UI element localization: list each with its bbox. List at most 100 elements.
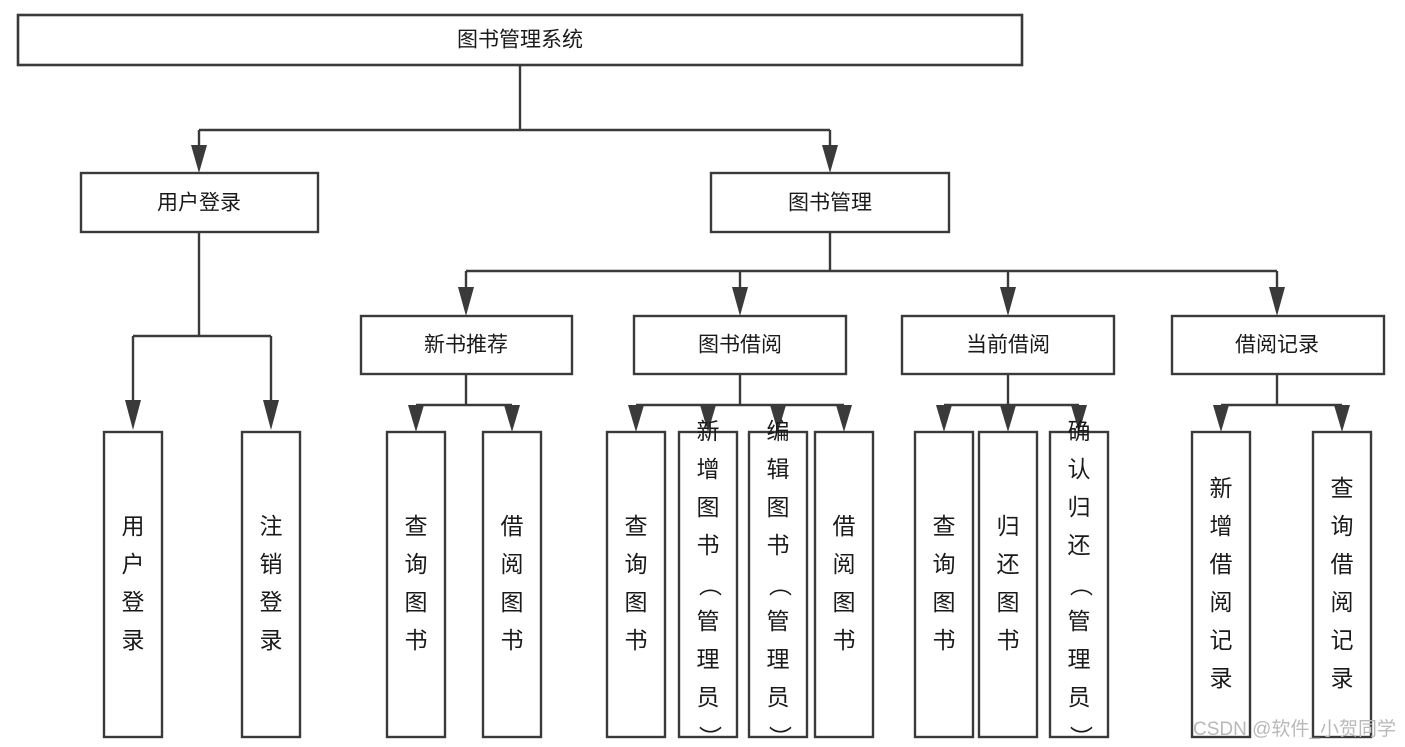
svg-text:确: 确 [1068,418,1091,444]
node-book-manage[interactable]: 图书管理 [709,171,951,234]
arrow-head-leaf-13 [1334,405,1350,432]
arrow-head-leaf-4 [504,405,520,432]
node-root[interactable]: 图书管理系统 [16,13,1024,67]
svg-text:图: 图 [501,589,524,615]
svg-text:归: 归 [1068,494,1091,520]
svg-text:阅: 阅 [833,551,856,577]
svg-text:）: ） [697,726,723,747]
node-current-borrow-label: 当前借阅 [966,334,1050,357]
node-book-manage-label: 图书管理 [788,192,872,215]
svg-text:阅: 阅 [501,551,524,577]
svg-text:录: 录 [1331,665,1354,691]
arrow-head-current-borrow [1000,287,1016,316]
svg-text:图: 图 [405,589,428,615]
node-user-login[interactable]: 用户登录 [79,171,320,234]
svg-text:借: 借 [1331,551,1354,577]
arrow-head-book-manage [822,145,838,173]
svg-text:图: 图 [625,589,648,615]
arrow-head-leaf-9 [936,405,952,432]
arrow-head-leaf-11 [1071,405,1087,432]
arrow-head-leaf-12 [1213,405,1229,432]
arrow-head-leaf-1 [125,400,141,430]
node-new-book-rec-label: 新书推荐 [424,334,508,357]
svg-text:询: 询 [1331,513,1354,539]
node-leaf-1[interactable]: 用户登录 [102,430,164,739]
svg-text:图: 图 [697,494,720,520]
svg-text:（: （ [1068,574,1094,597]
svg-text:员: 员 [1068,684,1091,710]
node-new-book-rec[interactable]: 新书推荐 [359,314,574,376]
svg-text:书: 书 [501,627,524,653]
svg-text:查: 查 [1331,475,1354,501]
svg-text:编: 编 [767,418,790,444]
arrow-head-leaf-3 [408,405,424,432]
svg-text:员: 员 [767,684,790,710]
svg-text:图: 图 [767,494,790,520]
svg-text:管: 管 [697,608,720,634]
node-borrow-record[interactable]: 借阅记录 [1170,314,1386,376]
svg-text:还: 还 [1068,532,1091,558]
svg-text:增: 增 [1210,513,1233,539]
svg-text:新: 新 [1210,475,1233,501]
arrow-head-new-book-rec [458,287,474,316]
node-book-borrow[interactable]: 图书借阅 [632,314,848,376]
svg-text:图: 图 [997,589,1020,615]
svg-text:询: 询 [625,551,648,577]
svg-text:理: 理 [1068,646,1091,672]
arrow-head-book-borrow [732,287,748,316]
node-borrow-record-label: 借阅记录 [1235,334,1319,357]
svg-text:）: ） [767,726,793,747]
svg-text:阅: 阅 [1331,589,1354,615]
svg-text:归: 归 [997,513,1020,539]
svg-text:记: 记 [1210,627,1233,653]
node-current-borrow[interactable]: 当前借阅 [900,314,1116,376]
svg-text:注: 注 [260,513,283,539]
svg-text:图: 图 [933,589,956,615]
svg-text:记: 记 [1331,627,1354,653]
svg-text:书: 书 [625,627,648,653]
svg-text:用: 用 [122,513,145,539]
svg-text:（: （ [767,574,793,597]
svg-text:登: 登 [122,589,145,615]
svg-text:还: 还 [997,551,1020,577]
svg-text:借: 借 [833,513,856,539]
svg-text:新: 新 [697,418,720,444]
svg-text:理: 理 [767,646,790,672]
arrow-head-leaf-10 [1000,405,1016,432]
node-user-login-label: 用户登录 [157,192,241,215]
svg-text:询: 询 [405,551,428,577]
svg-text:增: 增 [697,456,720,482]
arrow-head-leaf-2 [263,400,279,430]
svg-text:查: 查 [625,513,648,539]
node-book-borrow-label: 图书借阅 [698,334,782,357]
svg-text:员: 员 [697,684,720,710]
arrow-head-borrow-record [1269,287,1285,316]
svg-text:询: 询 [933,551,956,577]
arrow-head-leaf-5 [628,405,644,432]
connector-layer [125,65,1350,432]
svg-text:录: 录 [260,627,283,653]
svg-text:书: 书 [767,532,790,558]
svg-text:借: 借 [1210,551,1233,577]
node-root-label: 图书管理系统 [457,29,583,52]
